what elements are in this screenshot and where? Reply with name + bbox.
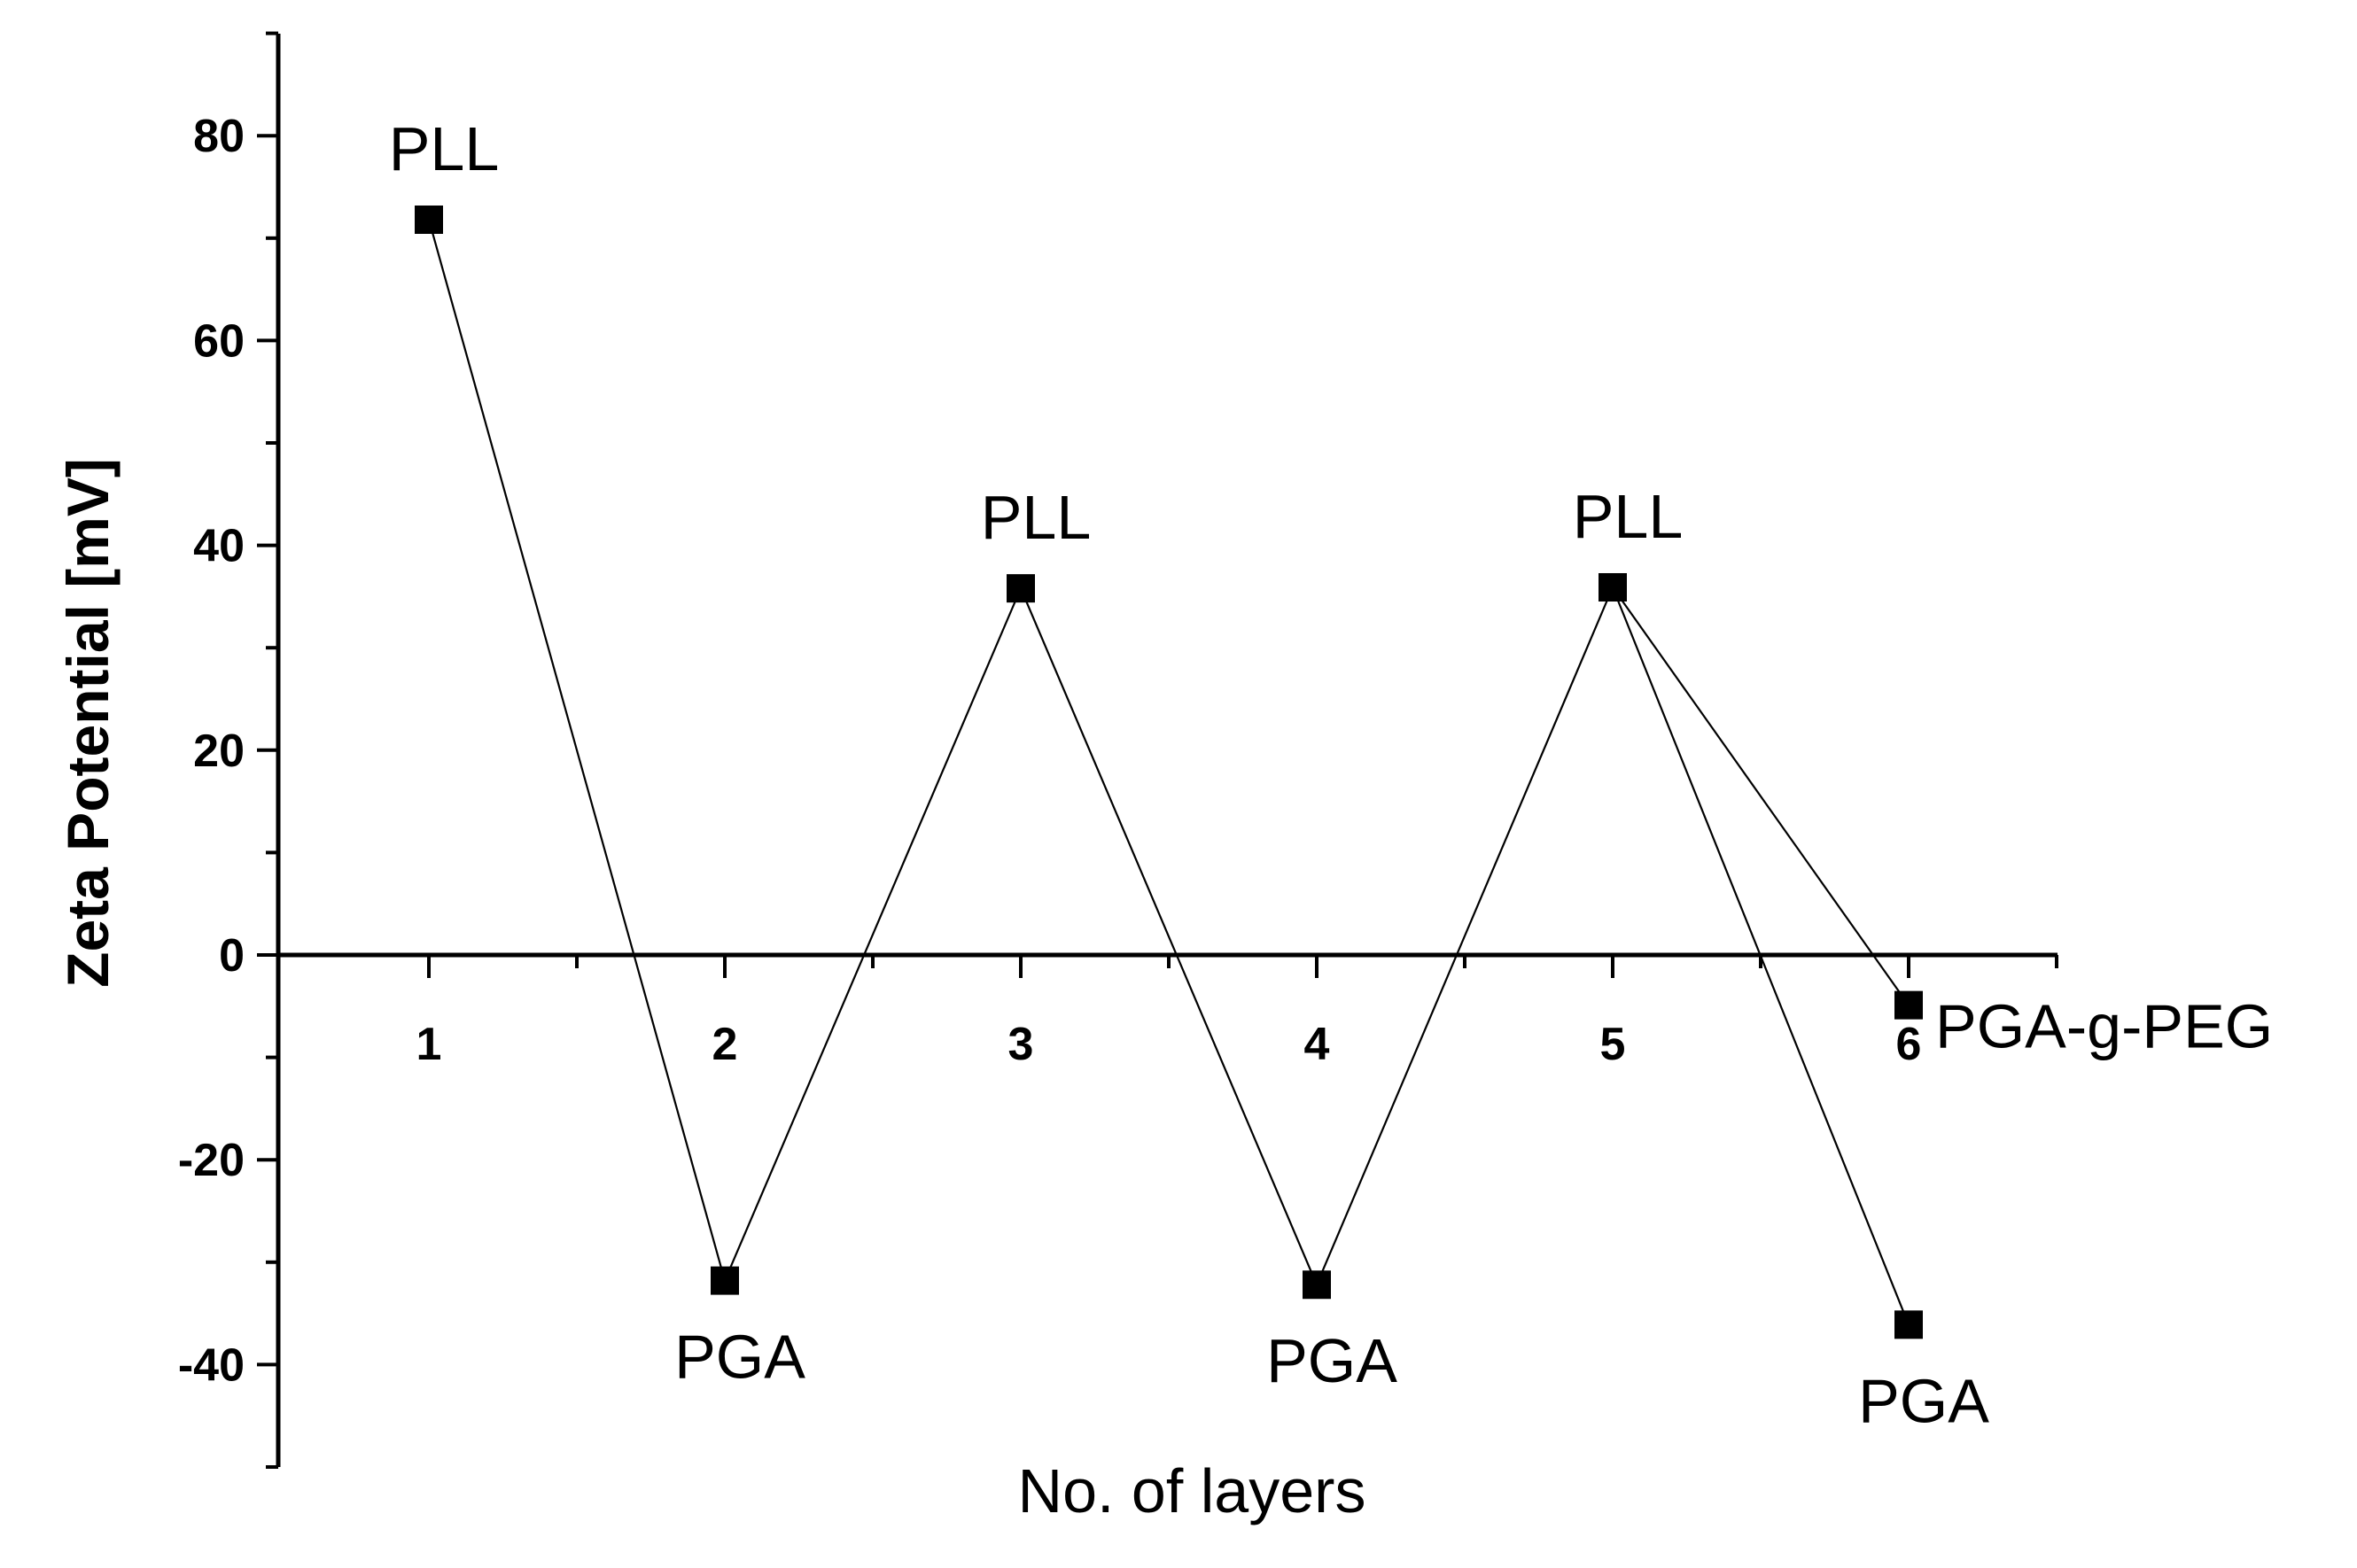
x-tick-label: 6 bbox=[1896, 1019, 1922, 1070]
data-point-marker bbox=[415, 205, 443, 234]
data-markers bbox=[415, 205, 1923, 1339]
data-point-label: PLL bbox=[1573, 482, 1684, 551]
y-axis-title: Zeta Potential [mV] bbox=[55, 458, 121, 988]
x-tick-label: 2 bbox=[712, 1019, 738, 1070]
y-tick-label: 0 bbox=[219, 930, 245, 982]
data-point-marker bbox=[711, 1266, 739, 1295]
data-point-label: PGA bbox=[1266, 1326, 1397, 1395]
data-point-marker bbox=[1894, 990, 1923, 1020]
series-line-segment bbox=[1019, 587, 1319, 1285]
data-point-label: PLL bbox=[981, 483, 1092, 552]
y-tick-label: 80 bbox=[193, 111, 245, 162]
series-line-segment bbox=[427, 219, 727, 1281]
data-point-marker bbox=[1303, 1270, 1331, 1300]
x-tick-label: 5 bbox=[1600, 1019, 1626, 1070]
data-point-label: PGA bbox=[1858, 1366, 1989, 1435]
y-tick-label: 60 bbox=[193, 315, 245, 367]
data-point-label: PGA bbox=[674, 1323, 805, 1392]
x-tick-label: 1 bbox=[416, 1019, 442, 1070]
data-point-label: PLL bbox=[389, 114, 500, 183]
data-point-marker bbox=[1599, 572, 1627, 602]
series-line-segment bbox=[1612, 586, 1910, 1006]
point-labels: PLL PGA PLL PGA PLL PGA-g-PEG PGA bbox=[389, 114, 2274, 1435]
data-point-marker bbox=[1894, 1310, 1923, 1339]
series-line-segment bbox=[1315, 586, 1614, 1285]
x-axis-title: No. of layers bbox=[1018, 1456, 1366, 1525]
y-tick-label: 40 bbox=[193, 521, 245, 572]
y-tick-label: -40 bbox=[178, 1339, 245, 1391]
data-point-label: PGA-g-PEG bbox=[1935, 992, 2273, 1061]
data-point-marker bbox=[1007, 574, 1035, 603]
x-tick-label: 4 bbox=[1304, 1019, 1330, 1070]
y-tick-label: 20 bbox=[193, 726, 245, 777]
axes: -40 -20 0 20 40 60 80 1 2 3 4 5 6 bbox=[178, 31, 2058, 1469]
series-line-segment bbox=[723, 587, 1023, 1282]
x-tick-label: 3 bbox=[1008, 1019, 1034, 1070]
connecting-lines bbox=[427, 219, 1910, 1325]
y-tick-label: -20 bbox=[178, 1135, 245, 1186]
